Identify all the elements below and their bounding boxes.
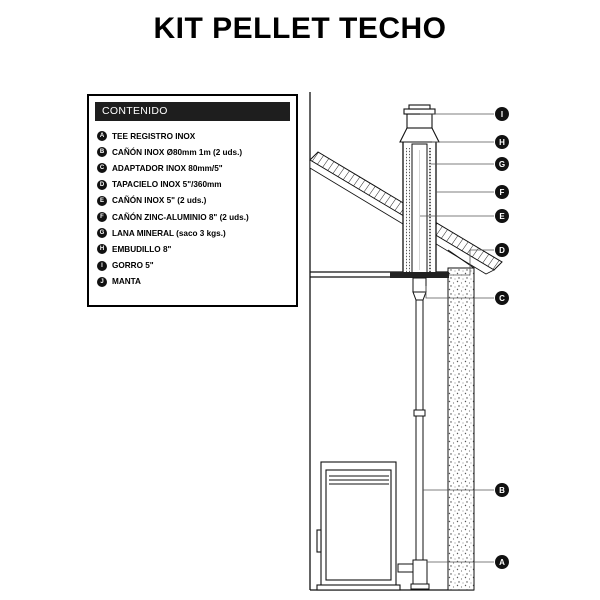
page-title: KIT PELLET TECHO	[153, 12, 447, 45]
legend-item-label: CAÑÓN INOX 5" (2 uds.)	[112, 196, 207, 206]
pellet-stove	[316, 461, 401, 591]
callout-badge	[495, 483, 509, 497]
callout-badge	[495, 107, 509, 121]
callout-letter: F	[500, 188, 505, 197]
legend-item-label: EMBUDILLO 8"	[112, 244, 172, 254]
legend-item: F CAÑÓN ZINC-ALUMINIO 8" (2 uds.)	[97, 209, 292, 225]
legend-item-label: TEE REGISTRO INOX	[112, 131, 196, 141]
legend-letter-badge: J	[97, 276, 107, 287]
callout-e: E	[495, 209, 509, 223]
callout-i: I	[495, 107, 509, 121]
legend-letter-badge: G	[97, 228, 107, 239]
tee-fitting	[397, 559, 430, 590]
callout-letter: B	[499, 486, 505, 495]
callout-g: G	[495, 157, 509, 171]
outer-flue	[402, 139, 437, 275]
legend-letter-badge: A	[97, 131, 107, 142]
leader-lines	[420, 113, 494, 563]
callout-badge	[495, 209, 509, 223]
legend-list: A TEE REGISTRO INOX B CAÑÓN INOX Ø80mm 1m …	[97, 128, 292, 290]
callout-letter: E	[499, 212, 505, 221]
legend-item-label: LANA MINERAL (saco 3 kgs.)	[112, 228, 226, 238]
ceiling-plate	[390, 272, 449, 278]
legend-item: G LANA MINERAL (saco 3 kgs.)	[97, 225, 292, 241]
legend-item: D TAPACIELO INOX 5"/360mm	[97, 177, 292, 193]
wall-section	[447, 267, 475, 591]
callout-letter: I	[501, 110, 503, 119]
legend-letter-badge: C	[97, 163, 107, 174]
legend-item: A TEE REGISTRO INOX	[97, 128, 292, 144]
callout-a: A	[495, 555, 509, 569]
callout-d: D	[495, 243, 509, 257]
callout-badge	[495, 157, 509, 171]
legend-item: C ADAPTADOR INOX 80mm/5"	[97, 160, 292, 176]
legend-letter-badge: H	[97, 244, 107, 255]
legend-letter-badge: E	[97, 195, 107, 206]
inner-pipe	[413, 299, 426, 569]
legend-item-label: GORRO 5"	[112, 261, 154, 271]
mineral-wool	[406, 148, 410, 272]
legend-box: CONTENIDO A TEE REGISTRO INOX B CAÑÓN INOX…	[87, 94, 298, 307]
callout-badge	[495, 291, 509, 305]
callout-badge	[495, 135, 509, 149]
legend-item: H EMBUDILLO 8"	[97, 241, 292, 257]
legend-letter-badge: D	[97, 179, 107, 190]
callout-badge	[495, 185, 509, 199]
legend-letter-badge: F	[97, 212, 107, 223]
callout-letter: D	[499, 246, 505, 255]
callout-c: C	[495, 291, 509, 305]
callout-letter: H	[499, 138, 505, 147]
legend-letter-badge: B	[97, 147, 107, 158]
legend-item-label: TAPACIELO INOX 5"/360mm	[112, 180, 222, 190]
legend-item-label: CAÑÓN INOX Ø80mm 1m (2 uds.)	[112, 147, 243, 157]
legend-letter-badge: I	[97, 260, 107, 271]
legend-item-label: ADAPTADOR INOX 80mm/5"	[112, 163, 223, 173]
legend-item: B CAÑÓN INOX Ø80mm 1m (2 uds.)	[97, 144, 292, 160]
callout-letter: G	[499, 160, 505, 169]
callout-h: H	[495, 135, 509, 149]
callout-f: F	[495, 185, 509, 199]
chimney-cap	[399, 104, 440, 143]
callout-badge	[495, 555, 509, 569]
legend-header: CONTENIDO	[95, 102, 290, 121]
legend-item: I GORRO 5"	[97, 258, 292, 274]
callout-letter: C	[499, 294, 505, 303]
legend-item-label: CAÑÓN ZINC-ALUMINIO 8" (2 uds.)	[112, 212, 249, 222]
legend-item: E CAÑÓN INOX 5" (2 uds.)	[97, 193, 292, 209]
legend-item: J MANTA	[97, 274, 292, 290]
callout-letter: A	[499, 558, 505, 567]
legend-item-label: MANTA	[112, 277, 141, 287]
callout-badge	[495, 243, 509, 257]
callout-b: B	[495, 483, 509, 497]
mineral-wool	[429, 148, 433, 272]
adapter	[412, 277, 427, 301]
